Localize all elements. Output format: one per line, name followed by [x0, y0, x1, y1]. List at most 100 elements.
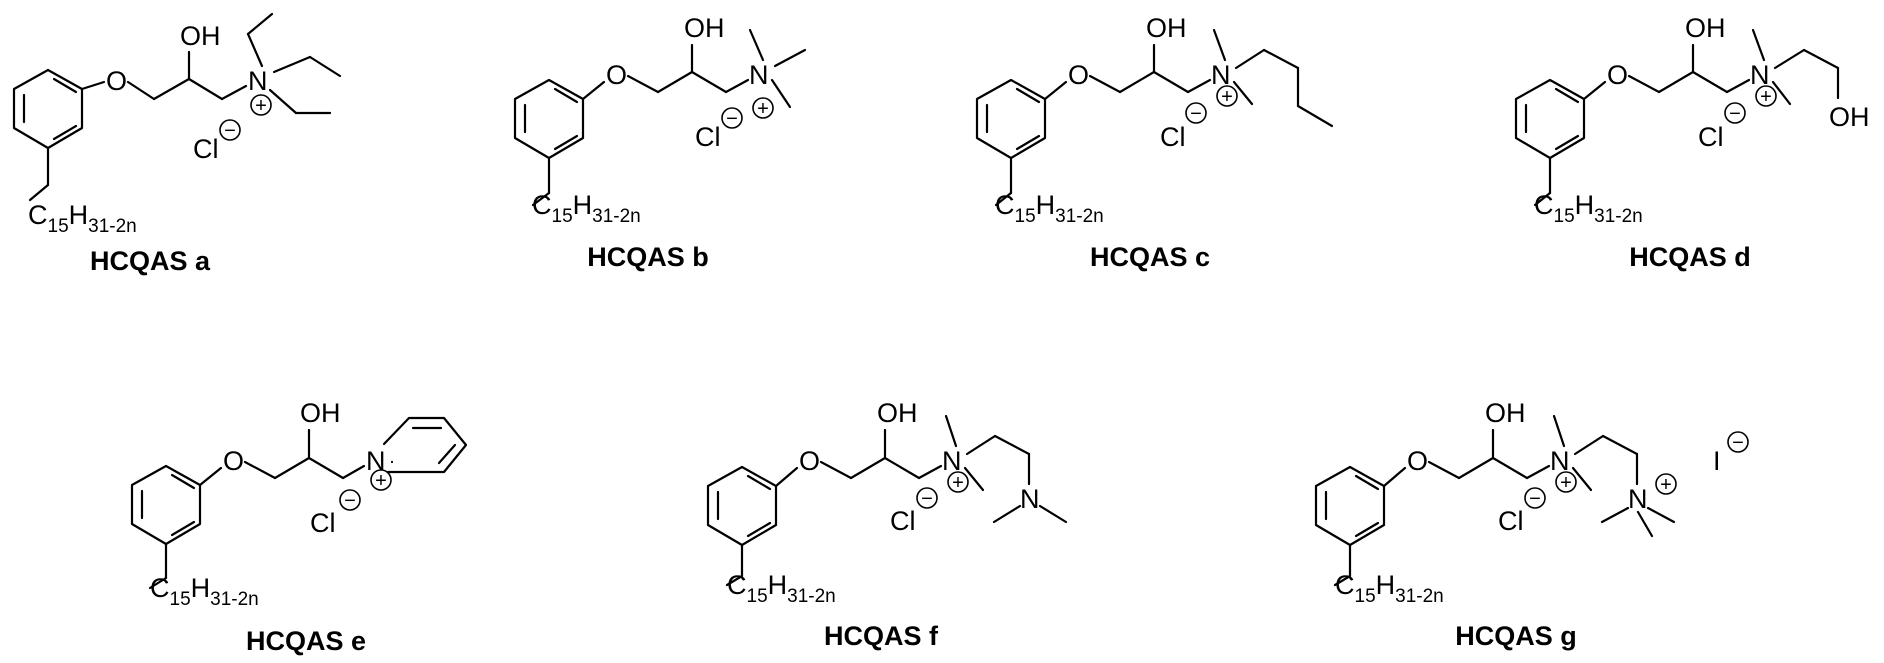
ether-oxygen: O [1068, 60, 1089, 90]
svg-text:−: − [1529, 488, 1541, 510]
hydroxyl-group: OH [180, 21, 221, 51]
cation-charge: + [1216, 85, 1238, 108]
anion-charge: − [1524, 487, 1546, 510]
chloride-counterion: Cl [1160, 122, 1186, 152]
svg-text:+: + [1221, 86, 1233, 108]
hydroxyl-group: OH [1146, 13, 1187, 43]
ether-oxygen: O [606, 60, 627, 90]
tertiary-nitrogen: N [1020, 484, 1040, 514]
hydroxyl-group: OH [1685, 13, 1726, 43]
trimethylammonioethyl-substituents [1552, 414, 1676, 538]
cation-charge: + [370, 469, 392, 492]
alkyl-chain-formula: C15H31-2n [1534, 190, 1643, 227]
compound-label: HCQAS g [1455, 621, 1577, 651]
quaternary-nitrogen: N [749, 60, 769, 90]
compound-e: C15H31-2n O OH N + Cl − HCQAS e [130, 398, 468, 656]
backbone [198, 428, 366, 487]
svg-text:−: − [224, 120, 236, 142]
compound-a: C15H31-2n O OH N + Cl − H [12, 12, 342, 276]
benzene-ring [706, 465, 778, 547]
svg-text:+: + [1560, 472, 1572, 494]
alkyl-chain-formula: C15H31-2n [532, 190, 641, 227]
compound-label: HCQAS c [1090, 242, 1210, 272]
quaternary-nitrogen: N [942, 446, 962, 476]
alkyl-chain-bond [531, 156, 551, 207]
alkyl-chain-formula: C15H31-2n [1335, 570, 1444, 607]
chloride-counterion: Cl [1698, 122, 1724, 152]
svg-text:+: + [952, 472, 964, 494]
backbone [1043, 43, 1212, 101]
svg-text:−: − [344, 490, 356, 512]
alkyl-chain-bond [725, 543, 744, 587]
terminal-hydroxyl: OH [1829, 102, 1870, 132]
anion-charge: − [1185, 102, 1207, 125]
alkyl-chain-bond [28, 146, 50, 202]
backbone [1382, 428, 1551, 488]
svg-text:+: + [757, 98, 769, 120]
ether-oxygen: O [1407, 446, 1428, 476]
svg-text:−: − [1190, 103, 1202, 125]
quaternary-nitrogen: N [1211, 60, 1231, 90]
chloride-counterion: Cl [1498, 506, 1524, 536]
cation-charge: + [947, 471, 969, 494]
quaternary-nitrogen: N [248, 66, 268, 96]
hydroxyl-group: OH [1485, 398, 1526, 428]
chloride-counterion: Cl [890, 506, 916, 536]
iodide-anion-charge: − [1727, 431, 1749, 454]
chloride-counterion: Cl [193, 134, 219, 164]
compound-label: HCQAS a [90, 246, 211, 276]
backbone [581, 43, 750, 101]
benzene-ring [513, 78, 585, 160]
svg-text:+: + [1660, 474, 1672, 496]
alkyl-chain-bond [1333, 543, 1352, 587]
second-quaternary-nitrogen: N [1628, 484, 1648, 514]
hydroxyl-group: OH [684, 13, 725, 43]
benzene-ring [130, 464, 202, 546]
hydroxyl-group: OH [300, 398, 341, 428]
cation-charge: + [1555, 471, 1577, 494]
backbone [1582, 43, 1751, 101]
alkyl-chain-formula: C15H31-2n [150, 573, 259, 610]
ether-oxygen: O [799, 446, 820, 476]
compound-g: C15H31-2n O OH N N + [1314, 398, 1749, 651]
chloride-counterion: Cl [695, 122, 721, 152]
anion-charge: − [916, 487, 938, 510]
dimethylaminoethyl-substituents [944, 414, 1068, 524]
compound-label: HCQAS e [246, 626, 366, 656]
backbone [774, 428, 943, 488]
anion-charge: − [721, 107, 743, 130]
svg-text:+: + [255, 95, 267, 117]
ether-oxygen: O [1607, 60, 1628, 90]
anion-charge: − [1724, 102, 1746, 125]
svg-text:−: − [921, 488, 933, 510]
alkyl-chain-formula: C15H31-2n [28, 200, 137, 237]
benzene-ring [1514, 78, 1586, 160]
alkyl-chain-bond [994, 156, 1013, 207]
alkyl-chain-formula: C15H31-2n [727, 570, 836, 607]
svg-text:−: − [1732, 432, 1744, 454]
cation-charge: + [250, 94, 272, 117]
benzene-ring [1314, 465, 1386, 547]
methyl-and-butyl-substituents [1212, 28, 1334, 128]
svg-text:+: + [1760, 86, 1772, 108]
svg-text:−: − [1729, 103, 1741, 125]
compound-b: C15H31-2n O OH N + Cl − HCQAS b [513, 13, 807, 272]
compound-c: C15H31-2n O OH N + Cl − H [975, 13, 1334, 272]
ether-oxygen: O [223, 446, 244, 476]
hydroxyethyl-substituents [1751, 28, 1840, 106]
svg-text:+: + [375, 470, 387, 492]
pyridinium-nitrogen: N [366, 446, 386, 476]
compound-label: HCQAS b [587, 242, 709, 272]
compound-label: HCQAS f [824, 621, 939, 651]
alkyl-chain-formula: C15H31-2n [995, 190, 1104, 227]
second-cation-charge: + [1655, 473, 1677, 496]
quaternary-nitrogen: N [1750, 60, 1770, 90]
backbone [80, 50, 248, 101]
methyl-substituents [748, 28, 807, 109]
compound-label: HCQAS d [1629, 242, 1751, 272]
alkyl-chain-bond [1533, 156, 1552, 207]
quaternary-nitrogen: N [1550, 446, 1570, 476]
compound-f: C15H31-2n O OH N N + Cl [706, 398, 1068, 651]
